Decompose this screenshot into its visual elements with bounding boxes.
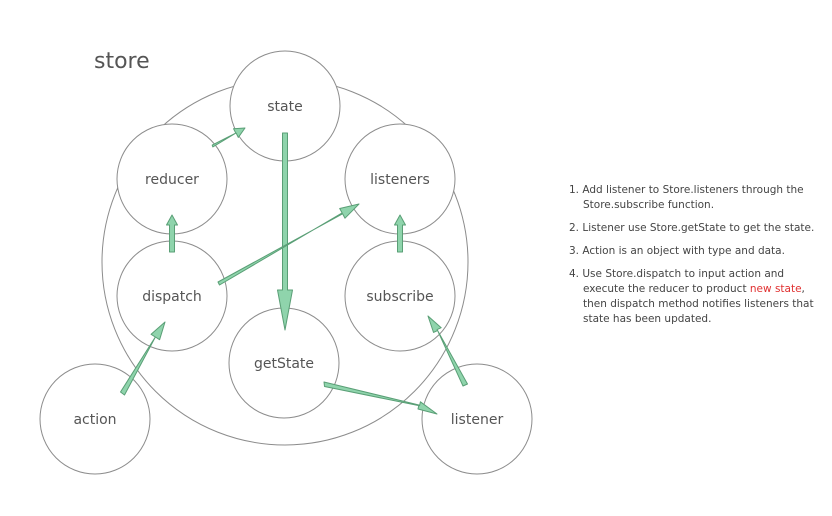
note-2-text: Listener use Store.getState to get the s… <box>582 222 815 234</box>
subscribe-node: subscribe <box>344 240 456 352</box>
getstate-label: getState <box>254 356 314 372</box>
note-1-number: 1. <box>569 184 580 196</box>
note-4-text-after: , then dispatch method notifies listener… <box>583 283 814 325</box>
note-4-number: 4. <box>569 268 580 280</box>
note-4: 4. Use Store.dispatch to input action an… <box>567 267 817 327</box>
arrow-state-to-getstate <box>277 132 293 331</box>
note-1: 1. Add listener to Store.listeners throu… <box>567 183 817 213</box>
note-4-highlight: new state <box>749 283 802 295</box>
store-title: store <box>94 49 150 74</box>
arrow-reducer-to-state <box>211 127 246 148</box>
listener-label: listener <box>451 412 504 428</box>
reducer-node: reducer <box>116 123 228 235</box>
note-2: 2. Listener use Store.getState to get th… <box>567 221 817 236</box>
action-node: action <box>39 363 151 475</box>
listeners-label: listeners <box>370 172 430 188</box>
listener-node: listener <box>421 363 533 475</box>
subscribe-label: subscribe <box>366 289 433 305</box>
arrow-dispatch-to-reducer <box>166 214 178 253</box>
note-2-number: 2. <box>569 222 580 234</box>
note-1-text: Add listener to Store.listeners through … <box>582 184 804 211</box>
arrow-action-to-dispatch <box>120 321 166 396</box>
note-3-number: 3. <box>569 245 580 257</box>
reducer-label: reducer <box>145 172 199 188</box>
state-node: state <box>229 50 341 162</box>
arrow-dispatch-to-listeners <box>217 203 360 286</box>
note-3-text: Action is an object with type and data. <box>582 245 785 257</box>
state-label: state <box>267 99 302 115</box>
action-label: action <box>73 412 116 428</box>
notes-list: 1. Add listener to Store.listeners throu… <box>567 183 817 335</box>
arrow-listener-to-subscribe <box>427 315 468 387</box>
note-4-text-before: Use Store.dispatch to input action and e… <box>582 268 785 295</box>
dispatch-node: dispatch <box>116 240 228 352</box>
arrow-subscribe-to-listeners <box>394 214 406 253</box>
dispatch-label: dispatch <box>142 289 202 305</box>
arrow-getstate-to-listener <box>323 381 438 415</box>
note-3: 3. Action is an object with type and dat… <box>567 244 817 259</box>
